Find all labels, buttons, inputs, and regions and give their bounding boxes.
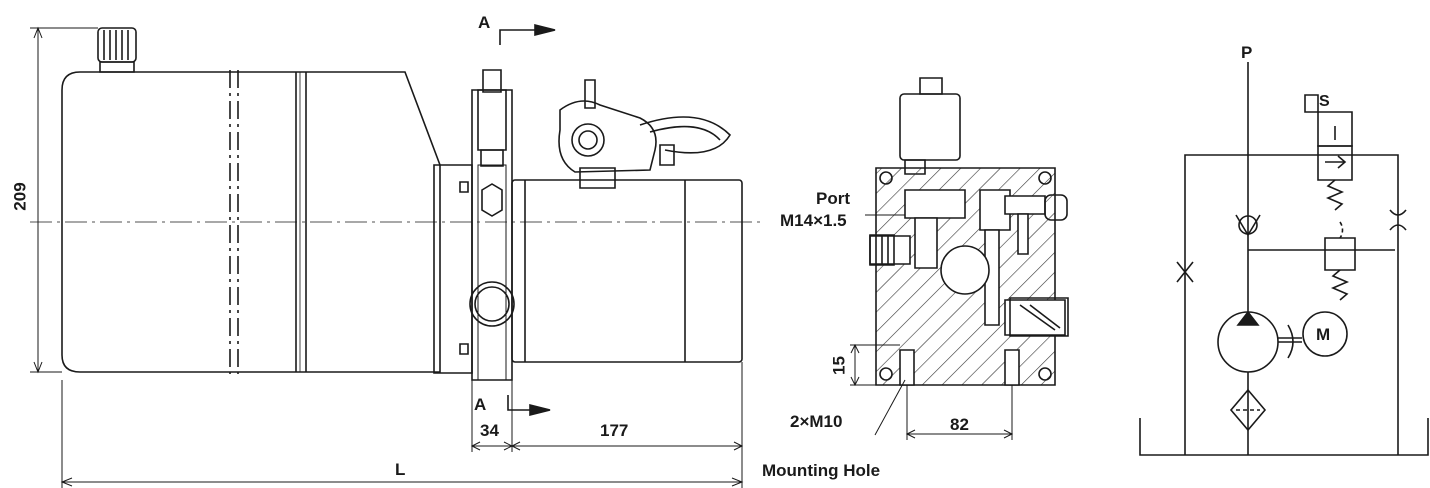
schematic-tank [1140,418,1428,455]
section-arrow-bottom [508,395,550,415]
schematic-motor-label: M [1316,325,1331,344]
port-fitting [870,235,894,265]
schematic-throttle-right [1390,210,1406,230]
schematic-relief-valve [1325,222,1355,300]
mounting-hole-caption: Mounting Hole [762,461,881,480]
schematic-motor [1303,312,1347,356]
section-label-top: A [478,13,491,32]
port-label-line1: Port [816,189,850,208]
schematic-pump [1218,312,1302,372]
section-cavities [870,190,1065,385]
dimension-length-label: L [395,460,406,479]
section-solenoid [900,78,960,174]
schematic-throttle-left [1177,262,1193,282]
schematic-pressure-label: P [1241,43,1253,62]
dimension-209 [30,28,98,372]
section-view [850,78,1068,440]
section-label-bottom: A [474,395,487,414]
section-dimensions [850,215,1012,440]
port-label-line2: M14×1.5 [780,211,847,230]
schematic-filter [1231,390,1265,430]
filler-cap [98,28,136,72]
side-fitting [1010,195,1068,336]
dimension-height-label: 209 [10,182,30,211]
dimension-block-label: 34 [480,421,499,440]
dimension-15-label: 15 [829,356,849,375]
dimension-82-label: 82 [950,415,969,434]
hydraulic-schematic [1140,62,1428,455]
schematic-solenoid-label: S [1319,93,1330,110]
section-arrow-top [500,25,555,45]
manifold-block [434,90,514,380]
side-view [30,25,760,488]
bolt-spec-label: 2×M10 [790,412,843,431]
dimension-motor-label: 177 [600,421,629,440]
start-switch [559,80,730,188]
dimension-L [62,362,742,488]
schematic-solenoid-valve [1305,95,1352,210]
schematic-check-valve [1236,215,1260,235]
dimension-34-177 [472,380,742,452]
solenoid-valve [478,70,506,166]
electric-motor [512,180,742,362]
